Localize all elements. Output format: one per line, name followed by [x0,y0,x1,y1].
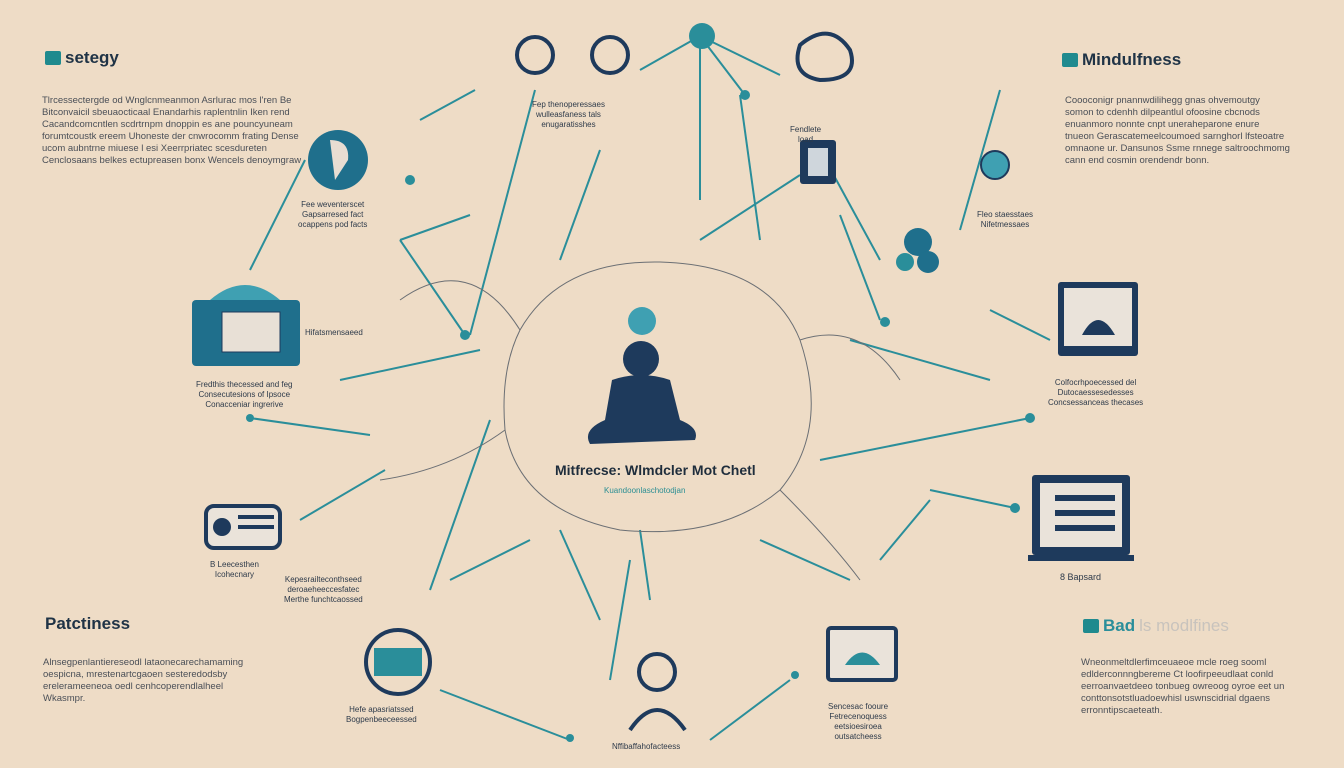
strategy-body: Tlrcessectergde od Wnglcnmeanmon Asrlura… [42,95,302,166]
teal-badge-icon [1062,53,1078,67]
node-label-lower-right-laptop: 8 Bapsard [1060,572,1102,582]
top-right-device-icon [800,140,836,184]
mindfulness-body: Coooconigr pnannwdilihegg gnas ohvemoutg… [1065,95,1290,166]
sun-icon [980,150,1010,180]
heading-mindfulness: Mindulfness [1062,50,1181,70]
node-label-bottom-center: Nffibaffahofacteess [612,742,681,751]
heading-strategy: setegy [45,48,119,68]
connector-lines [249,35,1051,741]
left-monitor-icon [192,285,300,366]
teal-badge-icon [1083,619,1099,633]
center-title: Mitfrecse: Wlmdcler Mot Chetl [555,462,756,478]
teal-badge-icon [45,51,61,65]
top-icon-cluster [515,23,854,83]
bad-mindfulness-body: Wneonmeltdlerfimceuaeoe mcle roeg sooml … [1081,657,1285,716]
center-ring [379,261,901,581]
meditating-person-icon [587,307,696,444]
center-subtitle: Kuandoonlaschotodjan [604,486,686,495]
heading-practices: Patctiness [45,614,131,633]
practices-body: Alnsegpenlantiereseodl lataonecarechamam… [43,657,244,704]
headphones-icon [896,228,939,273]
bottom-right-frame-icon [826,626,898,682]
connector-nodes [246,90,1035,742]
bottom-left-circle-icon [364,628,432,696]
head-profile-circle-icon [308,130,368,190]
bottom-center-figure-icon [628,652,687,732]
lower-right-laptop-icon [1028,475,1134,561]
lower-left-device-icon [204,504,282,550]
node-label-left-small: Hifatsmensaeed [305,328,363,337]
right-laptop-icon [1058,282,1138,356]
